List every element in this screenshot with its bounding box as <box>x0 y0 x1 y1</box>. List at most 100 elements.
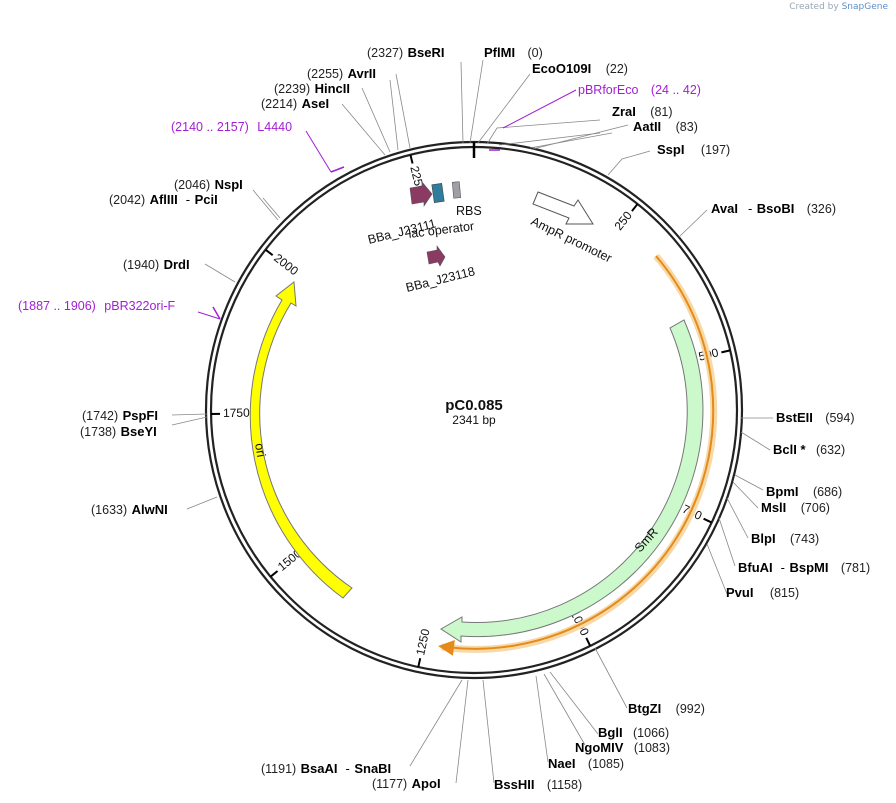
enzyme-name-bpmi: BpmI <box>766 484 799 499</box>
primer-labels: pBRforEco (24 .. 42) (2140 .. 2157) L444… <box>18 83 701 314</box>
enzyme-name-bseri: BseRI <box>408 45 445 60</box>
enzyme-name-bspmi: BspMI <box>789 560 828 575</box>
svg-text:AvaI- BsoBI (326): AvaI- BsoBI (326) <box>711 200 836 217</box>
svg-text:SspI (197): SspI (197) <box>657 141 730 158</box>
enzyme-pos: (2327) <box>367 46 403 60</box>
primer-name-pbrforeco: pBRforEco <box>578 83 638 97</box>
svg-text:BssHII (1158): BssHII (1158) <box>494 776 582 793</box>
tick-label: 1250 <box>413 627 432 656</box>
enzyme-name-bgli: BglI <box>598 725 623 740</box>
feature-smr[interactable] <box>440 319 704 643</box>
enzyme-name-bsobi: BsoBI <box>757 201 795 216</box>
enzyme-name-hincii: HincII <box>315 81 350 96</box>
feature-label-bba-j23118: BBa_J23118 <box>404 264 476 295</box>
enzyme-name-sspi: SspI <box>657 142 684 157</box>
primer-marks <box>197 89 577 320</box>
enzyme-name-asei: AseI <box>302 96 329 111</box>
tick-label: 250 <box>611 208 635 233</box>
tick-mark <box>417 658 422 668</box>
svg-text:EcoO109I (22): EcoO109I (22) <box>532 60 628 77</box>
enzyme-name-bsaai: BsaAI <box>301 761 338 776</box>
svg-text:NaeI (1085): NaeI (1085) <box>548 755 624 772</box>
svg-text:(2140 .. 2157) L4440: (2140 .. 2157) L4440 <box>171 118 292 135</box>
svg-text:(1738) BseYI: (1738) BseYI <box>80 423 157 440</box>
enzyme-name-blpi: BlpI <box>751 531 776 546</box>
backbone <box>204 140 744 680</box>
tick-mark <box>631 203 639 212</box>
feature-ori[interactable] <box>249 281 353 599</box>
feature-bba-j23111[interactable] <box>409 181 433 207</box>
enzyme-name-ngomiv: NgoMIV <box>575 740 624 755</box>
feature-rbs[interactable] <box>451 181 462 199</box>
tick-label: 2000 <box>271 251 301 279</box>
enzyme-name-snabi: SnaBI <box>354 761 391 776</box>
enzyme-name-aflIII: AflIII <box>150 192 178 207</box>
enzyme-name-naei: NaeI <box>548 756 575 771</box>
svg-text:(1940) DrdI: (1940) DrdI <box>123 256 190 273</box>
enzyme-name-btgzi: BtgZI <box>628 701 661 716</box>
tick-mark <box>703 517 713 524</box>
svg-text:AatII (83): AatII (83) <box>633 118 698 135</box>
svg-text:BglI (1066): BglI (1066) <box>598 724 669 741</box>
enzyme-name-pflmi: PflMI <box>484 45 515 60</box>
orf-arc[interactable] <box>438 255 715 656</box>
svg-text:(2327) BseRI: (2327) BseRI <box>367 44 444 61</box>
enzyme-name-zrai: ZraI <box>612 104 636 119</box>
svg-text:ZraI (81): ZraI (81) <box>612 103 673 120</box>
svg-text:(1742) PspFI: (1742) PspFI <box>82 407 158 424</box>
svg-text:(1177) ApoI: (1177) ApoI <box>372 775 441 792</box>
enzyme-labels: (2327) BseRI PflMI (0) EcoO109I (22) (22… <box>80 44 870 793</box>
tick-mark <box>264 248 274 256</box>
enzyme-name-bsshii: BssHII <box>494 777 534 792</box>
feature-lac-operator[interactable] <box>431 183 445 203</box>
svg-text:NgoMIV (1083): NgoMIV (1083) <box>575 739 670 756</box>
svg-text:(2214) AseI: (2214) AseI <box>261 95 329 112</box>
primer-name-l4440: L4440 <box>257 120 292 134</box>
enzyme-name-bcli: BclI * <box>773 442 806 457</box>
svg-text:(1887 .. 1906) pBR322ori-F: (1887 .. 1906) pBR322ori-F <box>18 297 176 314</box>
svg-text:PflMI (0): PflMI (0) <box>484 44 543 61</box>
enzyme-name-drdi: DrdI <box>164 257 190 272</box>
enzyme-name-bfuai: BfuAI <box>738 560 773 575</box>
enzyme-name-avai: AvaI <box>711 201 738 216</box>
snapgene-logo: SnapGene <box>841 2 888 12</box>
svg-text:(1191) BsaAI- SnaBI: (1191) BsaAI- SnaBI <box>261 760 391 777</box>
tick-mark <box>721 349 731 354</box>
tick-mark <box>269 570 279 578</box>
primer-name-pbr322ori-f: pBR322ori-F <box>104 299 175 313</box>
svg-text:(1633) AlwNI: (1633) AlwNI <box>91 501 168 518</box>
enzyme-name-apoi: ApoI <box>412 776 441 791</box>
snapgene-credit: Created by SnapGene <box>789 2 888 12</box>
credit-prefix: Created by <box>789 2 839 12</box>
tick-mark <box>585 637 592 647</box>
svg-text:(2255) AvrII: (2255) AvrII <box>307 65 376 82</box>
feature-label-ori: ori <box>252 442 268 458</box>
plasmid-length: 2341 bp <box>452 413 496 427</box>
svg-text:BclI * (632): BclI * (632) <box>773 441 845 458</box>
enzyme-name-nspi: NspI <box>215 177 243 192</box>
feature-label-rbs: RBS <box>456 204 482 218</box>
enzyme-name-msli: MslI <box>761 500 786 515</box>
enzyme-name-bsteii: BstEII <box>776 410 813 425</box>
svg-text:MslI (706): MslI (706) <box>761 499 830 516</box>
svg-text:PvuI (815): PvuI (815) <box>726 584 799 601</box>
svg-text:BpmI (686): BpmI (686) <box>766 483 842 500</box>
svg-text:(2239) HincII: (2239) HincII <box>274 80 350 97</box>
enzyme-name-aatii: AatII <box>633 119 661 134</box>
enzyme-name-avrii: AvrII <box>348 66 376 81</box>
feature-ampr-promoter[interactable] <box>532 191 594 225</box>
svg-text:BstEII (594): BstEII (594) <box>776 409 854 426</box>
svg-text:BtgZI (992): BtgZI (992) <box>628 700 705 717</box>
leader-lines <box>171 59 773 784</box>
enzyme-name-pvui: PvuI <box>726 585 753 600</box>
enzyme-name-pcii: PciI <box>195 192 218 207</box>
feature-bba-j23118[interactable] <box>426 245 446 267</box>
tick-label: 1750 <box>223 406 250 420</box>
enzyme-name-pspfi: PspFI <box>123 408 158 423</box>
enzyme-name-alwni: AlwNI <box>132 502 168 517</box>
svg-text:(2042) AflIII- PciI: (2042) AflIII- PciI <box>109 191 218 208</box>
tick-mark <box>409 154 414 164</box>
svg-text:(2046) NspI: (2046) NspI <box>174 176 243 193</box>
enzyme-name-ecoo109i: EcoO109I <box>532 61 591 76</box>
